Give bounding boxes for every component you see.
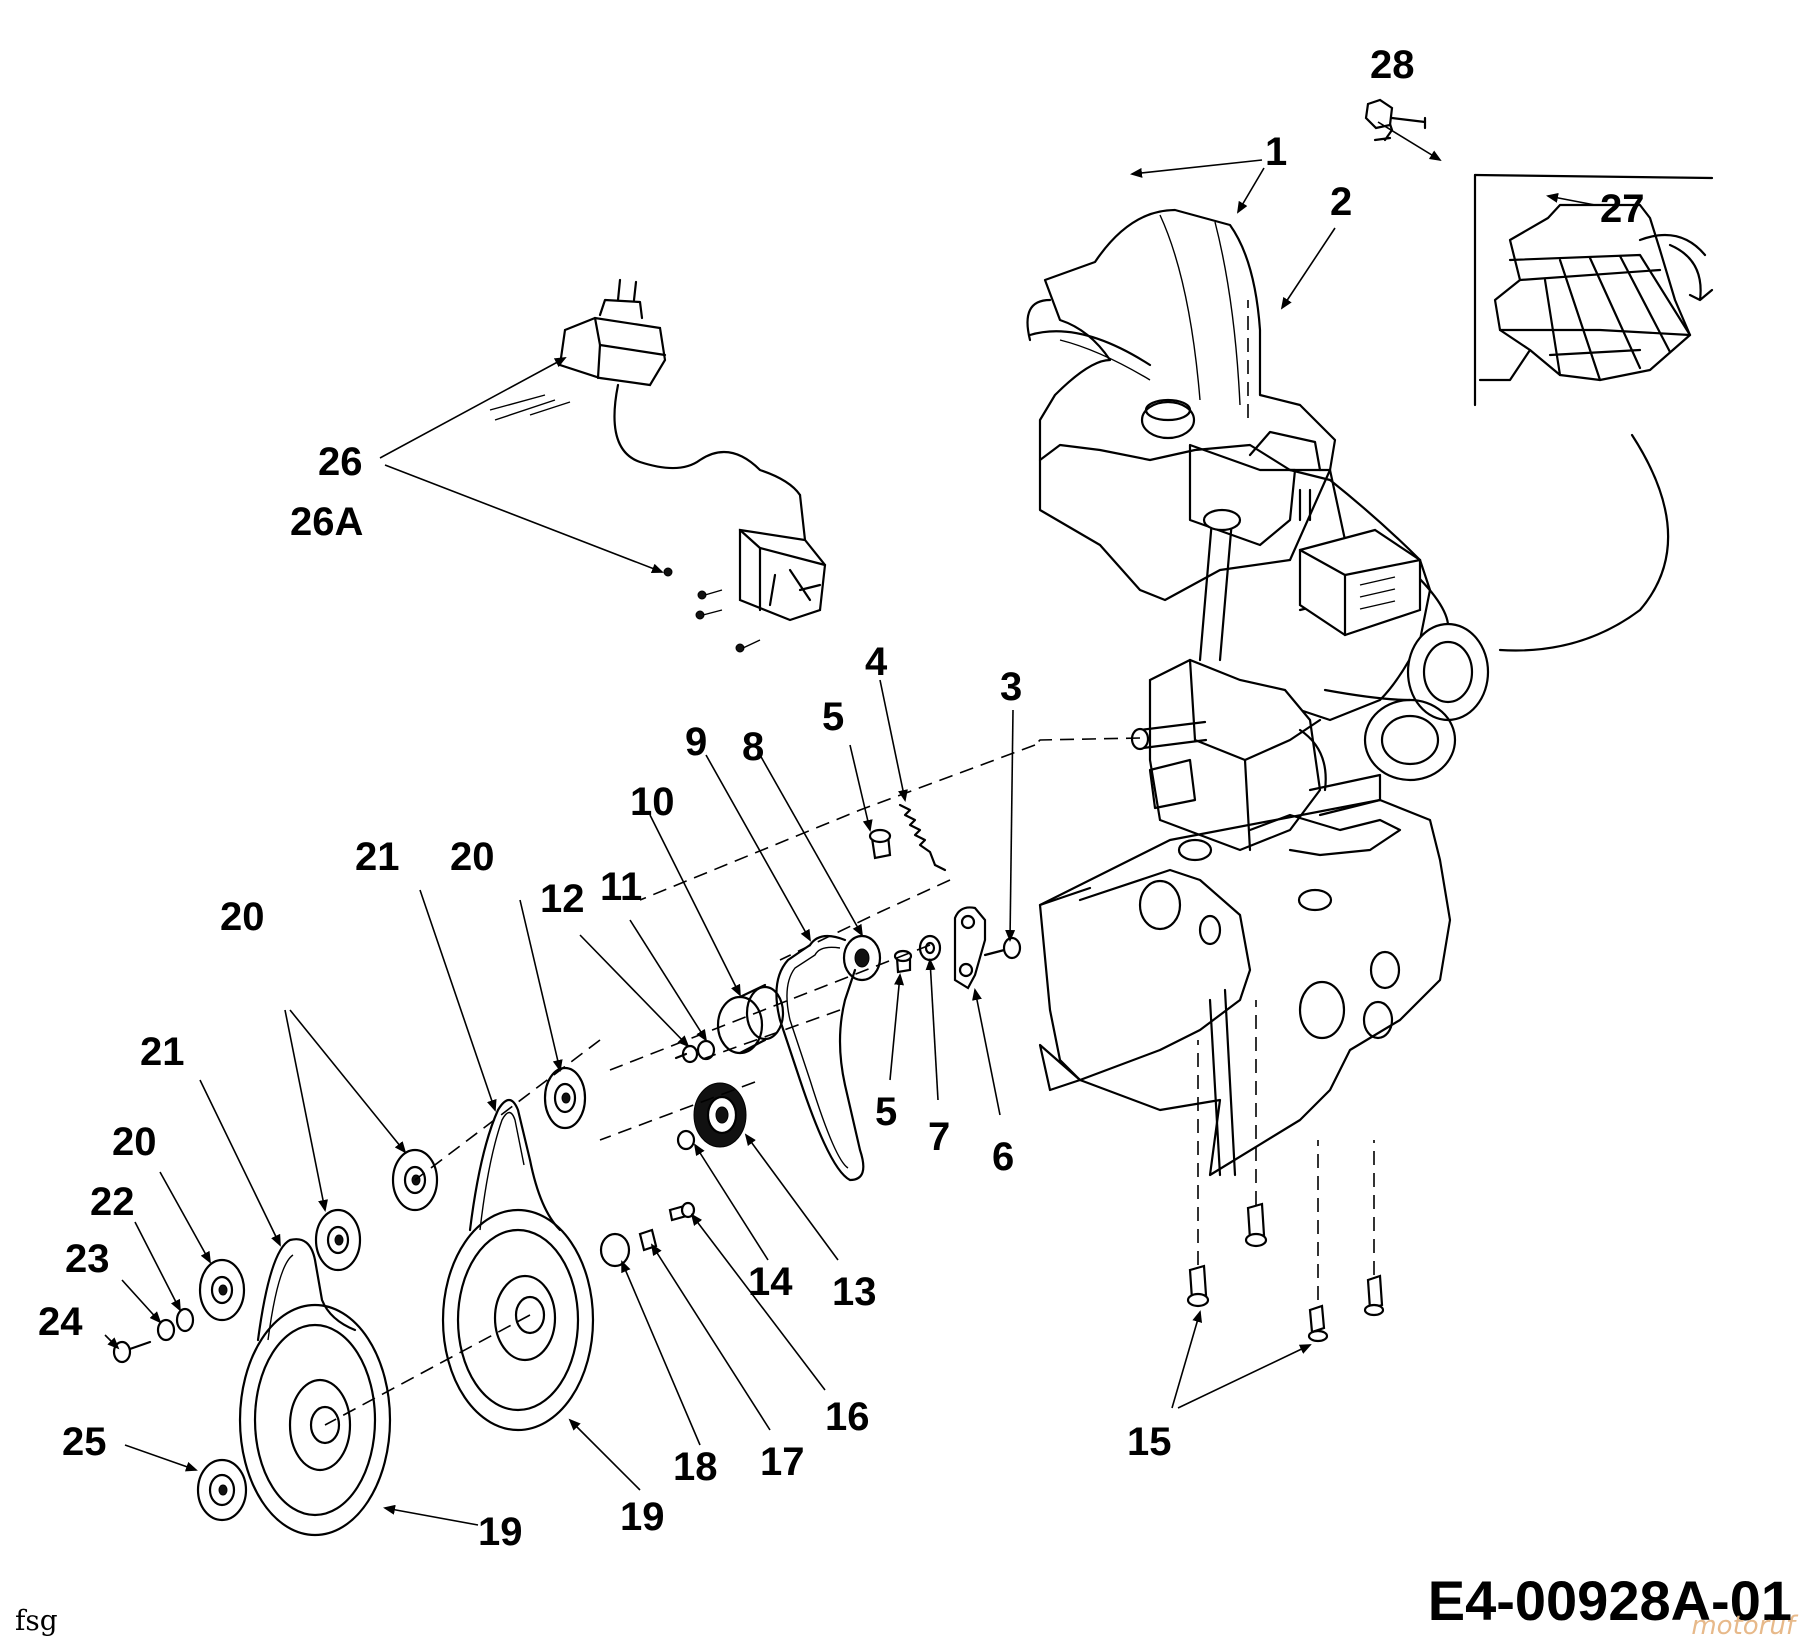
callout-7: 7: [928, 1115, 950, 1159]
callout-11: 11: [600, 865, 642, 909]
callout-17: 17: [760, 1440, 805, 1484]
electric-starter-assembly: [489, 278, 827, 653]
callout-22: 22: [90, 1180, 135, 1224]
callout-9: 9: [685, 720, 707, 764]
callout-24: 24: [38, 1300, 83, 1344]
callout-5-lower: 5: [875, 1090, 897, 1134]
callout-15: 15: [1127, 1420, 1172, 1464]
callout-27: 27: [1600, 187, 1645, 231]
callout-20-top: 20: [450, 835, 495, 879]
callout-16: 16: [825, 1395, 870, 1439]
callout-19-right: 19: [620, 1495, 665, 1539]
callout-10: 10: [630, 780, 675, 824]
curved-arrow-basket: [1498, 433, 1670, 652]
callout-labels: 1 2 3 4 5 5 6 7 8 9 10 11 12 13 14 15 16…: [38, 43, 1645, 1554]
part-code: E4-00928A-01: [1428, 1569, 1792, 1632]
callout-21-top: 21: [355, 835, 400, 879]
callout-5-upper: 5: [822, 695, 844, 739]
callout-25: 25: [62, 1420, 107, 1464]
callout-13: 13: [832, 1270, 877, 1314]
callout-19-left: 19: [478, 1510, 523, 1554]
callout-2: 2: [1330, 180, 1352, 224]
pulley-assembly: [112, 1066, 595, 1537]
callout-21-left: 21: [140, 1030, 185, 1074]
engine-assembly: [1026, 208, 1490, 857]
callout-20-low: 20: [112, 1120, 157, 1164]
callout-26: 26: [318, 440, 363, 484]
leader-lines: [104, 121, 1596, 1526]
callout-18: 18: [673, 1445, 718, 1489]
idler-parts: [599, 803, 1022, 1268]
callout-8: 8: [742, 725, 764, 769]
callout-23: 23: [65, 1237, 110, 1281]
callout-14: 14: [748, 1260, 793, 1304]
alignment-lines: [324, 300, 1375, 1426]
callout-12: 12: [540, 877, 585, 921]
bolts-15: [1186, 1202, 1385, 1343]
callout-3: 3: [1000, 665, 1022, 709]
callout-4: 4: [865, 640, 888, 684]
corner-note: fsg: [15, 1604, 58, 1637]
callout-28: 28: [1370, 43, 1415, 87]
callout-6: 6: [992, 1135, 1014, 1179]
basket-accessory: [1364, 98, 1714, 407]
callout-20-mid: 20: [220, 895, 265, 939]
frame-plate: [1038, 798, 1452, 1177]
watermark: motoruf: [1691, 1611, 1799, 1639]
callout-1: 1: [1265, 130, 1287, 174]
callout-26a: 26A: [290, 500, 363, 544]
